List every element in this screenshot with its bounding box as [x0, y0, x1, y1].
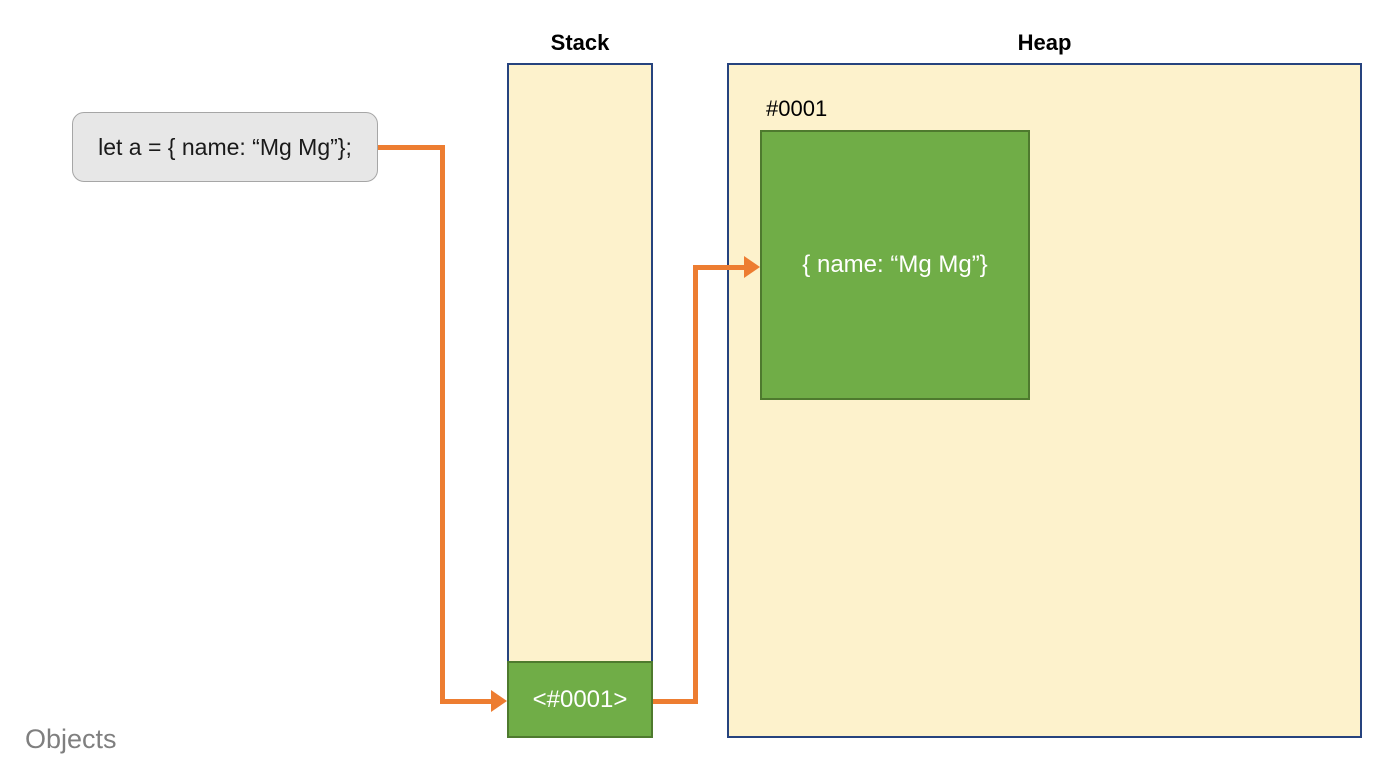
arrow-segment [693, 265, 744, 270]
heap-object-value: { name: “Mg Mg”} [802, 251, 988, 278]
stack-pointer-value: <#0001> [532, 685, 628, 713]
arrow-segment [378, 145, 445, 150]
stack-pointer-cell: <#0001> [507, 661, 653, 738]
code-statement-box: let a = { name: “Mg Mg”}; [72, 112, 378, 182]
arrow-head-icon [491, 690, 507, 712]
arrow-segment [440, 699, 491, 704]
code-statement-text: let a = { name: “Mg Mg”}; [98, 133, 352, 160]
footer-caption: Objects [25, 724, 117, 754]
heap-object-box: { name: “Mg Mg”} [760, 130, 1030, 400]
arrow-segment [440, 145, 445, 704]
arrow-head-icon [744, 256, 760, 278]
heap-title: Heap [1017, 30, 1072, 55]
heap-address-label: #0001 [766, 96, 828, 121]
arrow-segment [693, 265, 698, 704]
stack-container [507, 63, 653, 738]
stack-title: Stack [550, 30, 610, 55]
arrow-segment [653, 699, 698, 704]
